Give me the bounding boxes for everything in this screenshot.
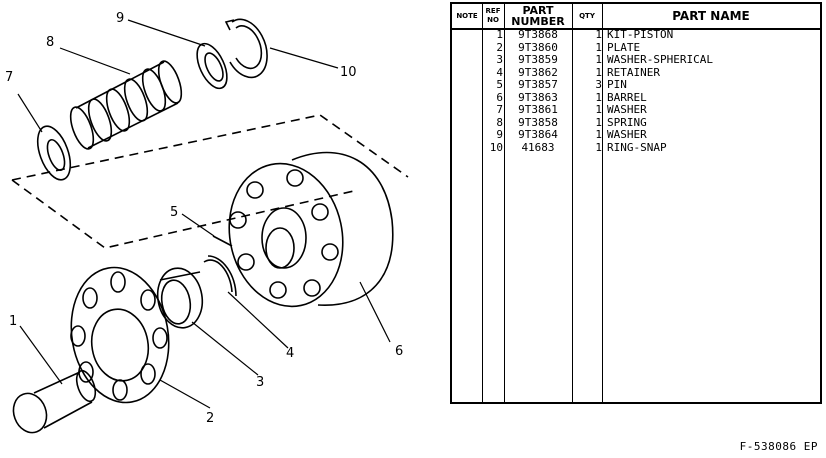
ref-cell: 6 — [496, 90, 503, 104]
ref-cell: 7 — [496, 103, 503, 116]
table-row: 7 9T3861 1 WASHER — [452, 103, 820, 117]
reference-code: F-538086 EP — [739, 440, 818, 453]
part-number-cell: 9T3863 — [518, 90, 558, 104]
part-name-cell: PLATE — [607, 40, 641, 54]
part-number-cell: 9T3858 — [518, 115, 558, 129]
part-name-cell: PIN — [607, 78, 627, 91]
qty-cell: 3 — [595, 78, 602, 91]
part-number-cell: 41683 — [521, 140, 555, 154]
pin-part-5 — [212, 235, 233, 247]
part-name-cell: WASHER — [607, 103, 647, 116]
retainer-part-4 — [203, 255, 237, 297]
qty-cell: 1 — [595, 103, 602, 116]
callout-10: 10 — [340, 65, 357, 80]
part-number-cell: 9T3862 — [518, 65, 558, 79]
washer-part-7 — [36, 125, 72, 181]
part-name-cell: BARREL — [607, 90, 647, 104]
table-row: 4 9T3862 1 RETAINER — [452, 65, 820, 80]
callout-9: 9 — [116, 11, 124, 26]
spherical-washer-part-3 — [156, 267, 204, 329]
table-row: 1 9T3868 1 KIT-PISTON — [452, 28, 820, 42]
callout-5: 5 — [170, 205, 178, 220]
qty-cell: 1 — [595, 115, 602, 129]
header-part-name: PART NAME — [672, 8, 750, 23]
callout-7: 7 — [5, 70, 13, 85]
ref-cell: 3 — [496, 53, 503, 66]
table-row: 5 9T3857 3 PIN — [452, 78, 820, 92]
qty-cell: 1 — [595, 140, 602, 154]
header-ref-no: REF NO — [482, 4, 504, 28]
header-part-line1: PART — [522, 4, 554, 17]
callout-3: 3 — [256, 375, 264, 390]
ref-cell: 10 — [489, 140, 503, 154]
table-row: 3 9T3859 1 WASHER-SPHERICAL — [452, 53, 820, 67]
exploded-parts-diagram: 1 2 3 4 5 6 7 8 9 10 — [5, 11, 409, 434]
qty-cell: 1 — [595, 40, 602, 54]
header-part-line2: NUMBER — [511, 15, 565, 28]
part-number-cell: 9T3868 — [518, 28, 558, 41]
ref-cell: 8 — [496, 115, 503, 129]
part-name-cell: WASHER — [607, 128, 647, 141]
assembly-group-frame-lower — [11, 179, 359, 249]
table-row: 9 9T3864 1 WASHER — [452, 128, 820, 142]
callout-6: 6 — [395, 344, 403, 359]
callout-4: 4 — [286, 346, 294, 361]
qty-cell: 1 — [595, 28, 602, 41]
part-number-cell: 9T3860 — [518, 40, 558, 54]
part-number-cell: 9T3861 — [518, 103, 558, 116]
part-number-cell: 9T3864 — [518, 128, 558, 141]
plate-part-2 — [70, 266, 170, 404]
part-name-cell: KIT-PISTON — [607, 28, 674, 41]
callout-leaders — [17, 19, 391, 409]
qty-cell: 1 — [595, 128, 602, 141]
table-row: 6 9T3863 1 BARREL — [452, 90, 820, 105]
piston-part-1 — [12, 369, 97, 434]
ref-cell: 5 — [496, 78, 503, 91]
washer-part-9 — [196, 42, 228, 90]
ref-cell: 1 — [496, 28, 503, 41]
snap-ring-part-10 — [224, 18, 268, 79]
part-name-cell: RING-SNAP — [607, 140, 667, 154]
part-name-cell: RETAINER — [607, 65, 660, 79]
ref-cell: 4 — [496, 65, 503, 79]
qty-cell: 1 — [595, 53, 602, 66]
part-name-cell: WASHER-SPHERICAL — [607, 53, 713, 66]
callout-8: 8 — [46, 35, 54, 50]
header-note: NOTE — [456, 11, 478, 20]
barrel-part-6 — [228, 151, 394, 308]
ref-cell: 9 — [496, 128, 503, 141]
table-row: 8 9T3858 1 SPRING — [452, 115, 820, 130]
part-number-cell: 9T3857 — [518, 78, 558, 91]
table-row: 2 9T3860 1 PLATE — [452, 40, 820, 55]
header-ref-line1: REF — [485, 7, 501, 15]
qty-cell: 1 — [595, 65, 602, 79]
ref-cell: 2 — [496, 40, 503, 54]
spring-part-8 — [69, 60, 183, 150]
header-qty: QTY — [579, 11, 595, 20]
part-name-cell: SPRING — [607, 115, 647, 129]
part-number-cell: 9T3859 — [518, 53, 558, 66]
qty-cell: 1 — [595, 90, 602, 104]
header-ref-line2: NO — [487, 16, 499, 24]
callout-1: 1 — [9, 314, 17, 329]
callout-2: 2 — [206, 411, 214, 426]
header-part-number: PART NUMBER — [504, 4, 572, 28]
table-row: 10 41683 1 RING-SNAP — [452, 140, 820, 155]
